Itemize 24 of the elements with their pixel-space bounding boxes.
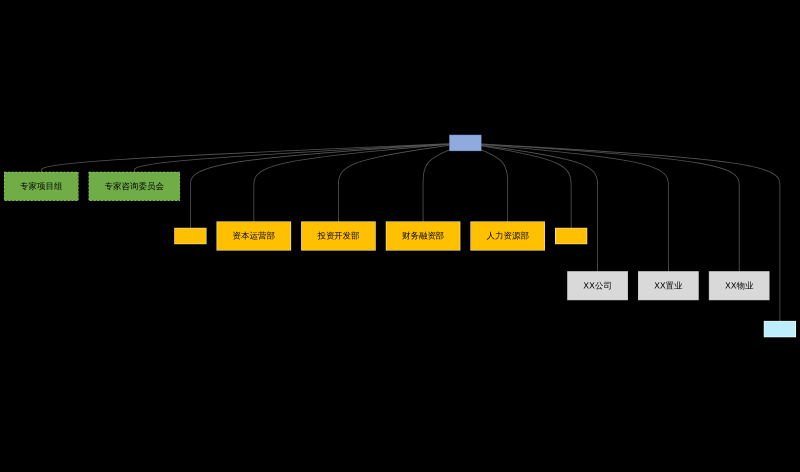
node-box: 人力资源部 [470,221,545,251]
node-box: 专家项目组 [4,172,79,201]
node-box [174,228,206,244]
connector [480,144,669,272]
connector [253,144,450,222]
node-box: 投资开发部 [301,221,376,251]
connector [190,144,450,228]
connector [480,144,740,272]
connector [40,143,450,172]
connector [480,149,508,222]
node-box: 资本运营部 [216,221,292,251]
node-box [555,228,588,244]
node-box: 专家咨询委员会 [88,172,180,201]
node-box [449,134,482,152]
node-box: XX公司 [567,271,628,300]
node-box: 财务融资部 [386,221,460,251]
connector [480,145,572,228]
connector [422,149,450,222]
connector [338,144,450,222]
connector [480,143,780,322]
node-box: XX置业 [638,271,699,300]
connector [480,144,598,272]
node-box [764,320,796,338]
node-box: XX物业 [708,271,770,300]
